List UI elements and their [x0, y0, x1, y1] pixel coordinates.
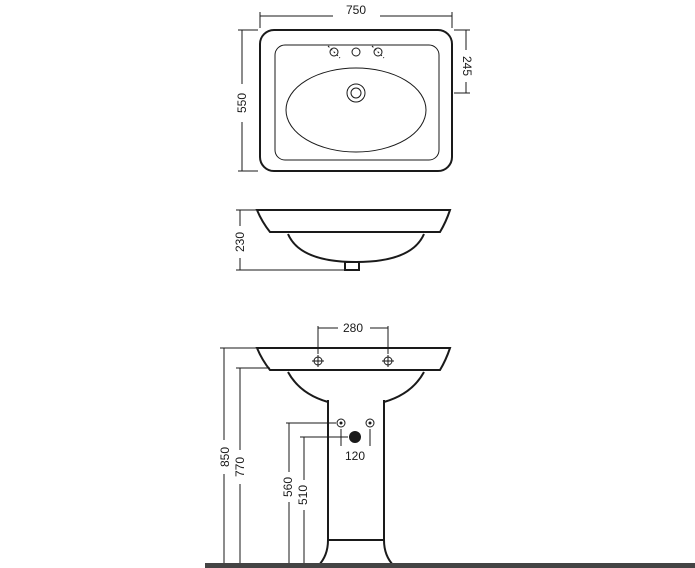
- tap-hole-center: [351, 47, 361, 57]
- dim-outlet-spacing: 120: [340, 429, 371, 463]
- dim-rim-height: 770: [233, 367, 270, 564]
- dim-label-280: 280: [343, 321, 363, 335]
- drain-inner: [350, 87, 362, 99]
- dim-total-height: 850: [218, 347, 256, 564]
- tap-hole-left: [329, 47, 339, 57]
- floor-line: [205, 563, 695, 568]
- dim-label-510: 510: [296, 485, 310, 505]
- tap-hole-right: [373, 47, 383, 57]
- inlet-right: [365, 418, 375, 428]
- front-view: [255, 347, 452, 567]
- inlet-left: [336, 418, 346, 428]
- dim-label-120: 120: [345, 449, 365, 463]
- dim-inlet-lower: 510: [296, 436, 348, 564]
- side-view: [255, 209, 452, 271]
- dim-basin-height: 230: [233, 209, 344, 271]
- pedestal-base: [315, 539, 397, 567]
- dim-label-770: 770: [233, 457, 247, 477]
- dim-tap-spacing: 280: [317, 321, 389, 354]
- top-outline: [259, 29, 453, 172]
- dim-label-550: 550: [235, 93, 249, 113]
- dim-top-width: 750: [259, 3, 453, 28]
- dim-label-850: 850: [218, 447, 232, 467]
- bowl-ellipse: [285, 67, 427, 153]
- drain-outer: [346, 83, 366, 103]
- dim-label-750: 750: [346, 3, 366, 17]
- waste-outlet: [349, 431, 361, 443]
- side-rim: [255, 209, 452, 233]
- dim-inlet-upper: 560: [281, 422, 336, 564]
- dim-label-245: 245: [460, 56, 474, 76]
- front-rim: [255, 347, 452, 371]
- dim-label-560: 560: [281, 477, 295, 497]
- dim-label-230: 230: [233, 232, 247, 252]
- dim-top-depth: 550: [235, 29, 258, 172]
- side-outlet: [344, 261, 360, 271]
- dim-tap-offset: 245: [454, 29, 474, 94]
- side-bowl: [287, 233, 425, 264]
- top-view: [259, 29, 453, 172]
- top-inner-outline: [274, 44, 440, 161]
